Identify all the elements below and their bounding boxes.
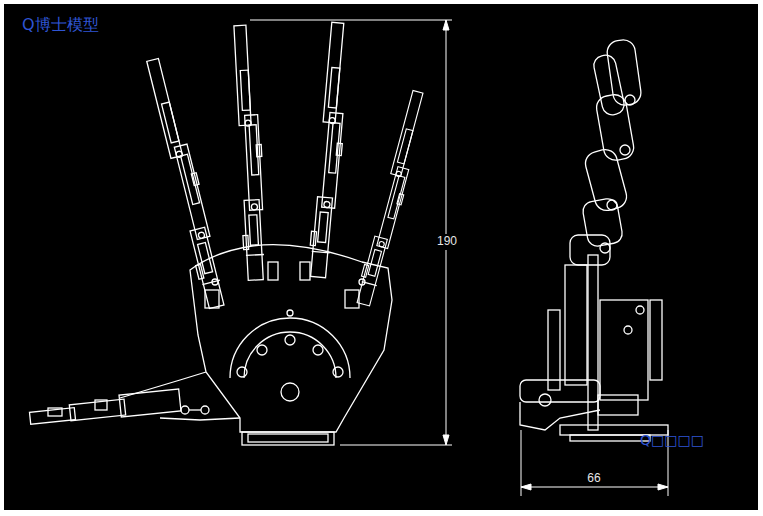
- dimension-text: 190: [435, 234, 459, 249]
- dimension-text: 66: [587, 472, 600, 485]
- watermark: Q博士模型: [22, 16, 99, 34]
- watermark: Q□□□□: [640, 433, 704, 448]
